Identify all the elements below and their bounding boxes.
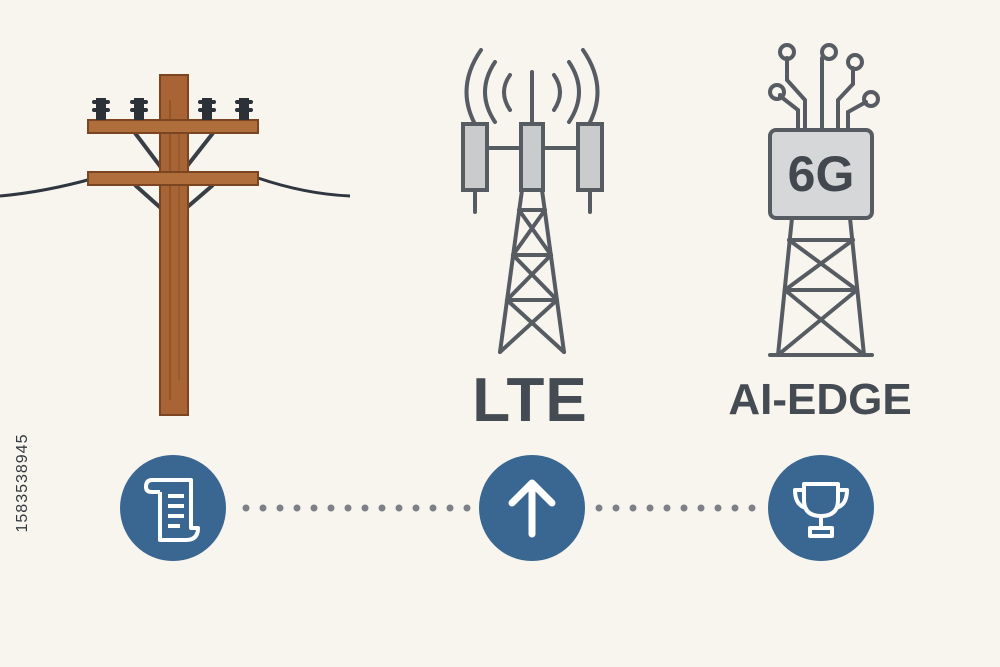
connector-dots-left: [242, 504, 471, 512]
up-arrow-circle: [479, 455, 585, 561]
lte-tower-icon: [461, 48, 604, 354]
utility-pole-icon: [0, 74, 351, 416]
up-arrow-icon: [508, 479, 556, 538]
trophy-icon: [793, 482, 849, 538]
lte-label: LTE: [472, 366, 588, 435]
scroll-icon: [144, 478, 200, 542]
connector-dots-right: [595, 504, 756, 512]
ai-tower-icon: [768, 43, 880, 357]
scroll-circle: [120, 455, 226, 561]
6g-badge: 6G: [787, 146, 855, 202]
side-text: 1583538945: [14, 433, 31, 533]
ai-edge-label: AI-EDGE: [728, 375, 912, 424]
trophy-circle: [768, 455, 874, 561]
